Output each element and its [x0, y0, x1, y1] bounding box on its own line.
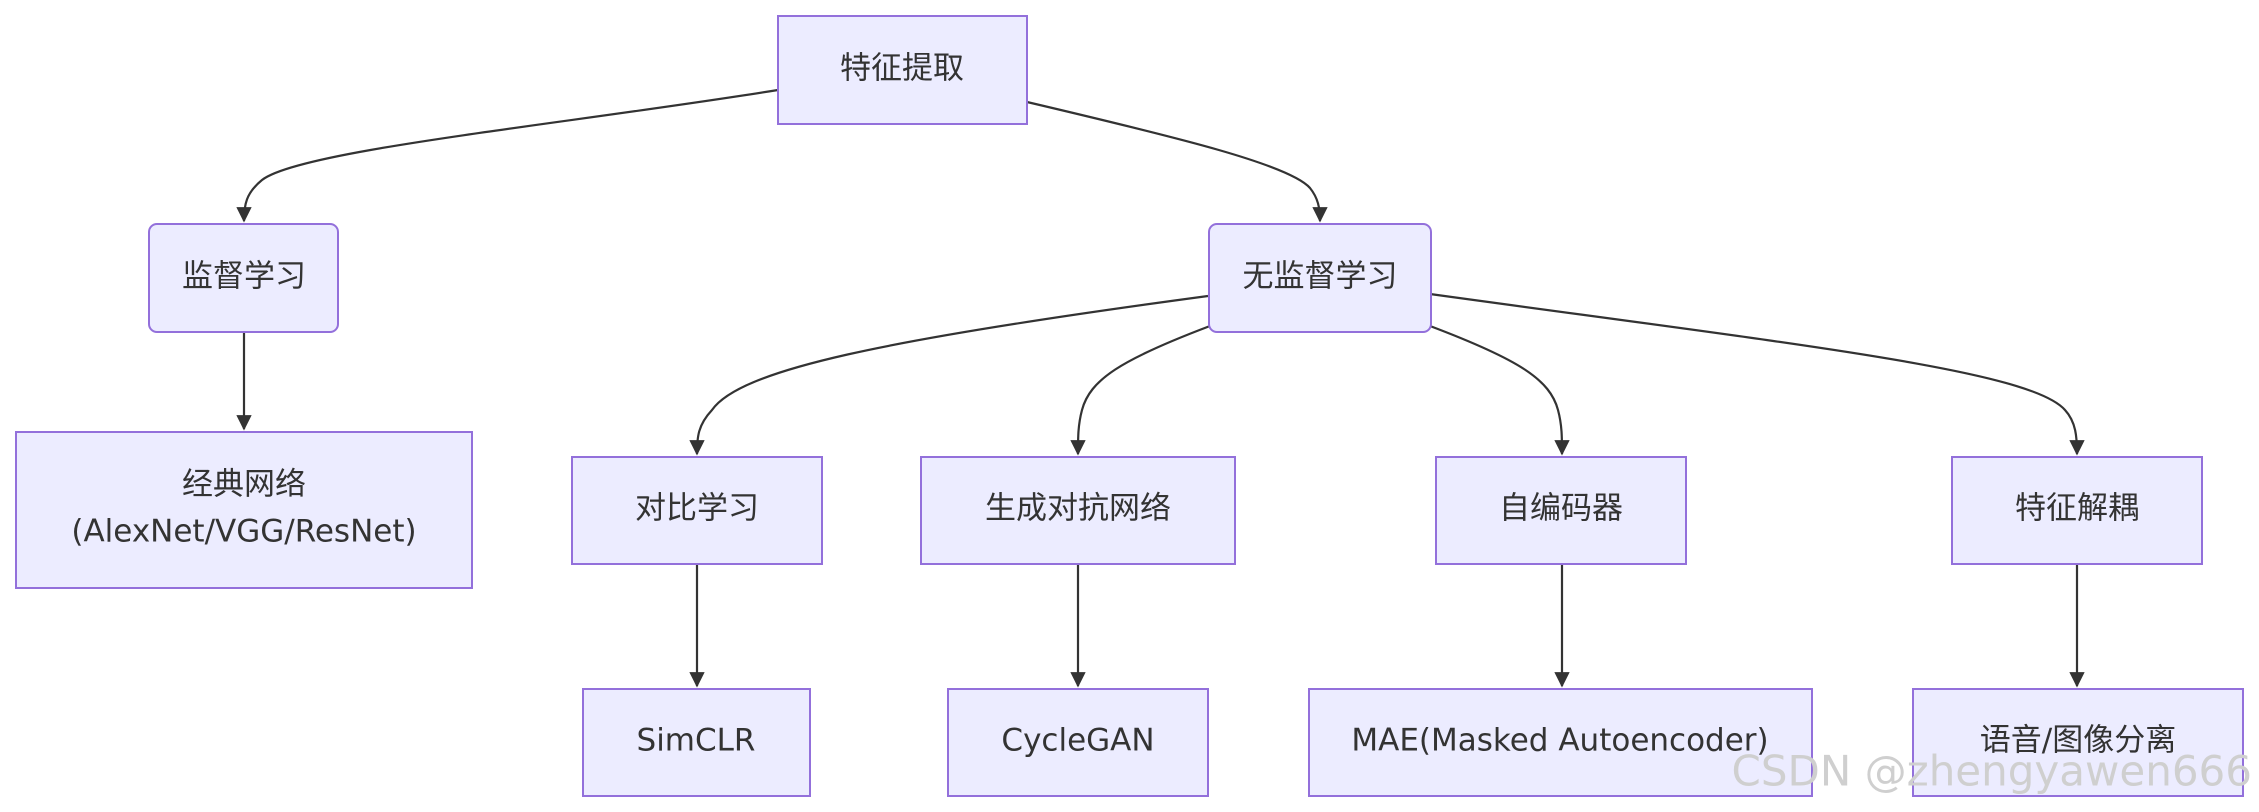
edge-unsupervised-to-gan [1070, 324, 1211, 456]
node-autoencoder-label: 自编码器 [1499, 491, 1623, 527]
node-feature-extraction-label: 特征提取 [840, 51, 964, 87]
node-classic-networks-label-line1: 经典网络 [182, 467, 306, 503]
edge-unsupervised-to-autoencoder [1429, 324, 1570, 456]
node-feature-disentangle[interactable]: 特征解耦 [1951, 456, 2203, 565]
edge-feature-to-unsupervised [1026, 100, 1328, 223]
node-cyclegan[interactable]: CycleGAN [947, 688, 1209, 797]
node-gan[interactable]: 生成对抗网络 [920, 456, 1236, 565]
node-speech-image-separation[interactable]: 语音/图像分离 [1912, 688, 2244, 797]
edge-unsupervised-to-contrastive [689, 294, 1209, 456]
node-autoencoder[interactable]: 自编码器 [1435, 456, 1687, 565]
edges [236, 88, 2085, 688]
node-gan-label: 生成对抗网络 [985, 491, 1171, 527]
node-feature-disentangle-label: 特征解耦 [2015, 491, 2139, 527]
node-supervised-learning-label: 监督学习 [182, 259, 306, 295]
node-simclr[interactable]: SimCLR [582, 688, 811, 797]
csdn-watermark: CSDN @zhengyawen666 [1732, 747, 2252, 796]
node-simclr-label: SimCLR [637, 723, 756, 759]
edge-unsupervised-to-disentangle [1429, 292, 2085, 456]
node-classic-networks[interactable]: 经典网络 (AlexNet/VGG/ResNet) [15, 431, 473, 589]
node-feature-extraction[interactable]: 特征提取 [777, 15, 1028, 125]
node-mae[interactable]: MAE(Masked Autoencoder) [1308, 688, 1813, 797]
node-mae-label: MAE(Masked Autoencoder) [1351, 723, 1768, 759]
node-classic-networks-label-line2: (AlexNet/VGG/ResNet) [71, 514, 416, 550]
node-cyclegan-label: CycleGAN [1001, 723, 1154, 759]
node-speech-image-separation-label: 语音/图像分离 [1980, 723, 2176, 759]
node-unsupervised-learning[interactable]: 无监督学习 [1208, 223, 1432, 333]
node-unsupervised-learning-label: 无监督学习 [1243, 259, 1398, 295]
node-supervised-learning[interactable]: 监督学习 [148, 223, 339, 333]
node-contrastive-learning[interactable]: 对比学习 [571, 456, 823, 565]
node-contrastive-learning-label: 对比学习 [635, 491, 759, 527]
edge-feature-to-supervised [236, 88, 779, 223]
